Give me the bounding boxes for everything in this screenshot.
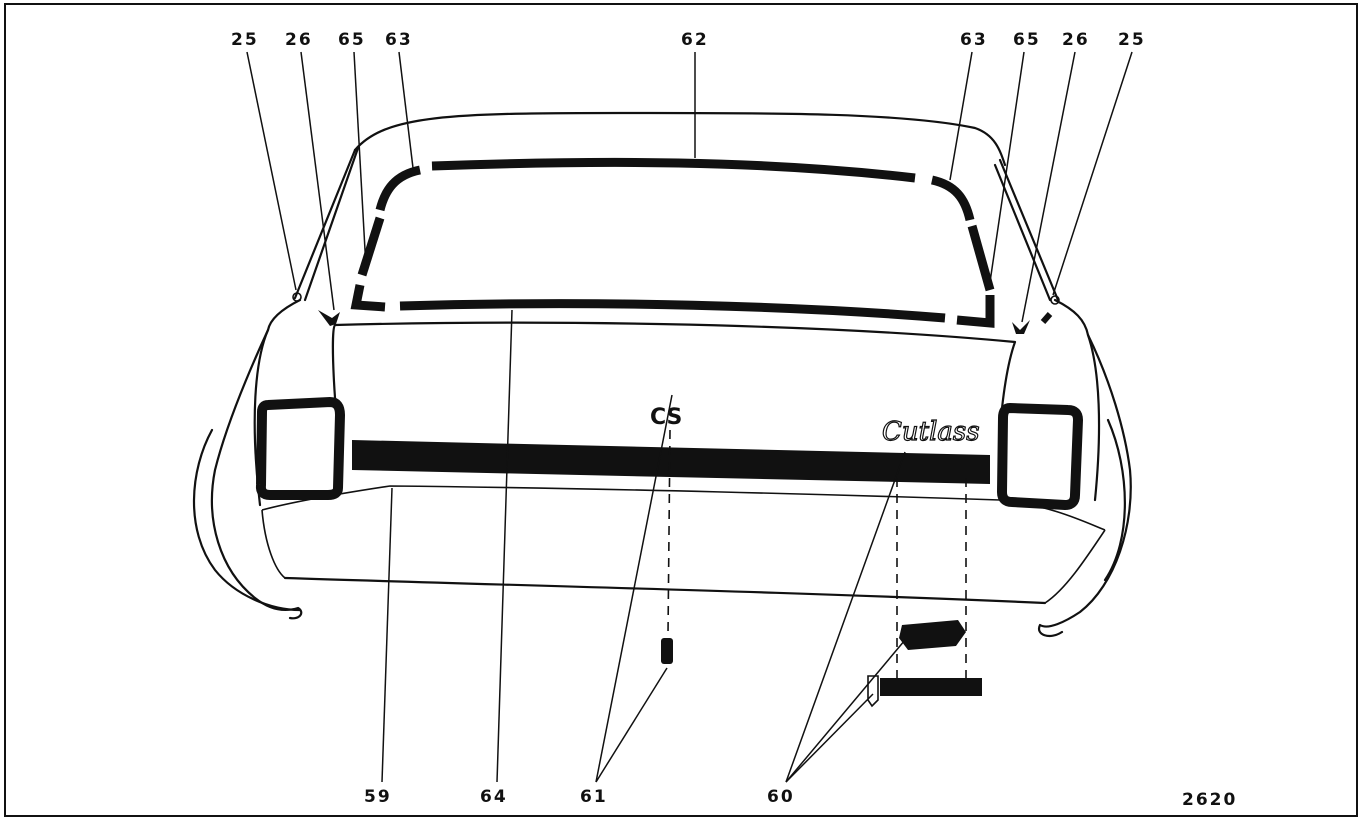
callout-65-right: 65 <box>1013 30 1041 50</box>
leader-25-left <box>246 51 297 291</box>
callout-65-left: 65 <box>338 30 366 50</box>
rear-bumper <box>283 576 1047 605</box>
leader-63-right <box>949 51 973 181</box>
right-tail-lamp <box>996 402 1084 511</box>
callout-60: 60 <box>767 787 795 807</box>
leader-59 <box>381 487 393 783</box>
callout-62: 62 <box>681 30 709 50</box>
leader-25-right <box>1052 51 1133 296</box>
callout-26-left: 26 <box>285 30 313 50</box>
emblem-exploded-dashline <box>667 429 671 636</box>
leader-60-b <box>785 639 906 783</box>
molding-63-right-corner <box>930 175 975 222</box>
molding-65-left-side <box>357 216 385 277</box>
figure-border <box>4 3 1358 817</box>
molding-62-top <box>431 157 916 183</box>
left-c-pillar <box>293 146 360 302</box>
nameplate-insert-60 <box>899 620 966 650</box>
bumper-side-right <box>1044 529 1106 604</box>
leader-63-left <box>398 51 414 169</box>
molding-63-left-corner <box>375 165 422 212</box>
leader-64 <box>496 309 513 783</box>
nameplate-clip-60 <box>867 675 879 708</box>
bumper-side-left <box>261 509 286 579</box>
molding-65-right-side <box>967 224 995 292</box>
left-quarter-panel <box>253 298 302 507</box>
right-fender-rear <box>1103 418 1126 582</box>
nameplate-base-60 <box>880 678 982 696</box>
callout-26-right: 26 <box>1062 30 1090 50</box>
cutlass-script-nameplate: Cutlass <box>882 417 980 447</box>
callout-25-right: 25 <box>1118 30 1146 50</box>
callout-61: 61 <box>580 787 608 807</box>
trunk-lower-edge <box>261 485 1106 531</box>
leader-26-right <box>1021 51 1076 323</box>
leader-61-b <box>595 667 668 783</box>
rear-panel-applique-59 <box>352 440 990 484</box>
right-pillar-ornament-25 <box>1050 295 1060 305</box>
callout-63-left: 63 <box>385 30 413 50</box>
leader-26-left <box>300 51 335 311</box>
emblem-retainer-61 <box>661 638 673 664</box>
leader-61-a <box>595 394 673 783</box>
leader-60-a <box>785 451 906 783</box>
left-pillar-ornament-25 <box>292 292 302 302</box>
figure-number: 2620 <box>1182 790 1237 810</box>
left-fender-rear <box>192 428 302 612</box>
left-pillar-ornament-26 <box>318 310 340 326</box>
leader-60-c <box>785 693 874 783</box>
callout-59: 59 <box>364 787 392 807</box>
callout-63-right: 63 <box>960 30 988 50</box>
callout-25-left: 25 <box>231 30 259 50</box>
molding-left-lower-corner <box>350 284 386 312</box>
callout-64: 64 <box>480 787 508 807</box>
right-pillar-ornament-25-bar <box>1040 312 1053 324</box>
molding-right-lower-corner <box>956 295 995 328</box>
roof-outline <box>353 111 1007 167</box>
right-pillar-ornament-26 <box>1012 320 1030 334</box>
leader-65-right <box>989 51 1025 283</box>
left-tail-lamp <box>255 396 346 500</box>
right-quarter-panel <box>1053 298 1101 502</box>
molding-64-lower <box>399 299 946 323</box>
leader-65-left <box>353 51 367 269</box>
right-fender-flare <box>1037 333 1132 638</box>
